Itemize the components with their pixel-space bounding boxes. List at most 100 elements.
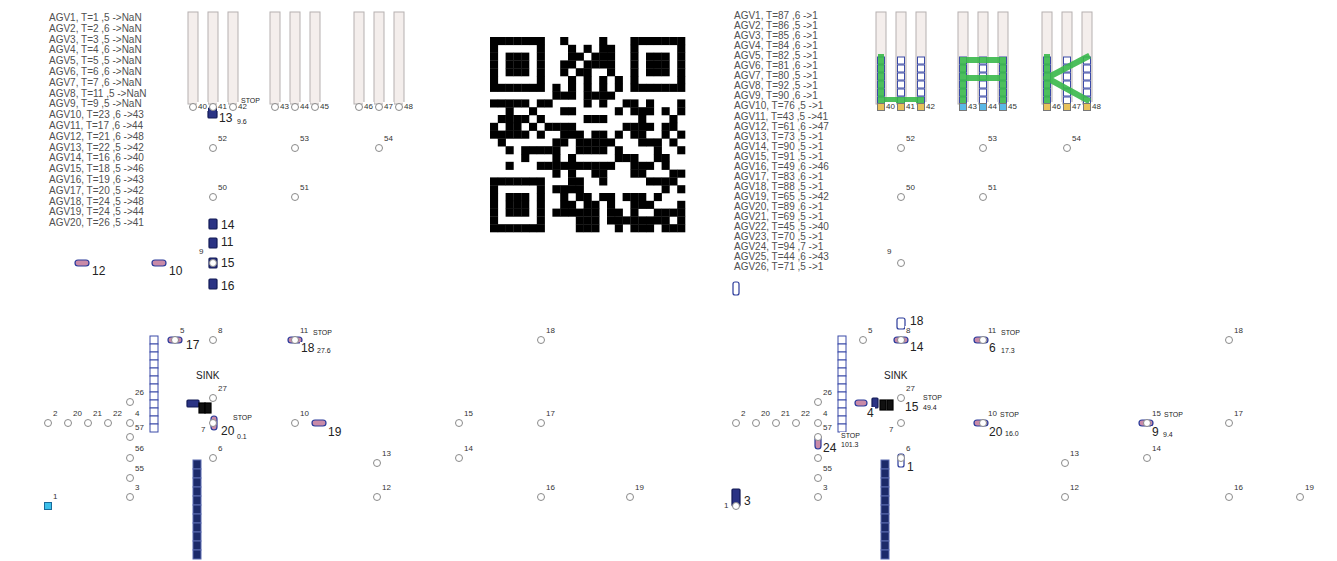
junction-node: 10 (979, 419, 987, 427)
junction-node: 44 (291, 103, 299, 111)
junction-number: 12 (1069, 483, 1080, 492)
buffer-column (394, 12, 404, 104)
junction-node: 21 (84, 419, 92, 427)
junction-number: 1 (52, 492, 58, 501)
qr-module (568, 162, 576, 170)
qr-module (560, 201, 568, 209)
junction-node: 9 (897, 259, 905, 267)
junction-node: 26 (814, 398, 822, 406)
letter-stroke (963, 60, 1003, 100)
qr-module (599, 76, 607, 84)
qr-module (513, 201, 521, 209)
junction-number: 54 (383, 134, 394, 143)
qr-module (521, 131, 529, 139)
qr-module (669, 224, 677, 232)
junction-number: 5 (179, 326, 185, 335)
callout-number: STOP (1000, 329, 1021, 336)
qr-module (599, 193, 607, 201)
queue-slot (150, 344, 158, 352)
qr-module (599, 53, 607, 61)
agv-marker (312, 420, 326, 426)
agv-status: AGV13, T=22 ,5 ->42 (48, 143, 145, 153)
junction-node: 20 (64, 419, 72, 427)
junction-node: 56 (814, 454, 822, 462)
callout-number: STOP (999, 411, 1020, 418)
qr-module (669, 84, 677, 92)
junction-number: 47 (383, 102, 394, 111)
junction-number: 41 (217, 102, 228, 111)
buffer-slot (898, 81, 905, 88)
qr-module (552, 185, 560, 193)
buffer-column (290, 12, 300, 104)
buffer-column (228, 12, 238, 104)
agv-status: AGV23, T=70 ,5 ->1 (733, 232, 824, 242)
qr-module (490, 177, 498, 185)
agv-marker (209, 279, 217, 289)
qr-module (591, 138, 599, 146)
qr-module (607, 68, 615, 76)
qr-module (591, 201, 599, 209)
qr-module (630, 216, 638, 224)
qr-module (615, 107, 623, 115)
qr-module (506, 123, 514, 131)
junction-node: 9 (209, 259, 217, 267)
junction-number: 57 (822, 423, 833, 432)
qr-module (568, 84, 576, 92)
qr-module (599, 177, 607, 185)
queue-slot (150, 368, 158, 376)
qr-module (615, 224, 623, 232)
qr-module (560, 68, 568, 76)
junction-number: 45 (319, 102, 330, 111)
qr-module (568, 92, 576, 100)
qr-module (591, 162, 599, 170)
callout-number: STOP (232, 414, 253, 421)
qr-module (615, 84, 623, 92)
qr-module (560, 138, 568, 146)
agv-status: AGV6, T=81 ,6 ->1 (733, 61, 819, 71)
qr-module (552, 162, 560, 170)
agv-status: AGV1, T=1 ,5 ->NaN (48, 13, 143, 23)
agv-status: AGV7, T=7 ,6 ->NaN (48, 78, 143, 88)
qr-module (584, 99, 592, 107)
qr-module (560, 60, 568, 68)
junction-number: 4 (822, 409, 828, 418)
qr-module (576, 53, 584, 61)
junction-node: 57 (814, 433, 822, 441)
qr-module (584, 45, 592, 53)
junction-number: 16 (1233, 483, 1244, 492)
qr-module (490, 37, 498, 45)
qr-module (490, 45, 498, 53)
qr-module (599, 131, 607, 139)
callout-number: 17.3 (1000, 347, 1016, 354)
qr-module (654, 53, 662, 61)
junction-number: 44 (987, 102, 998, 111)
junction-number: 55 (134, 464, 145, 473)
qr-module (599, 162, 607, 170)
qr-module (490, 53, 498, 61)
output-slot (881, 496, 889, 505)
qr-module (537, 185, 545, 193)
qr-module (591, 60, 599, 68)
junction-node: 2 (44, 419, 52, 427)
callout-number: 19 (327, 426, 342, 439)
qr-module (506, 37, 514, 45)
junction-node: 43 (271, 103, 279, 111)
qr-module (662, 224, 670, 232)
qr-module (630, 193, 638, 201)
junction-number: 13 (1069, 449, 1080, 458)
junction-node: 7 (209, 419, 217, 427)
callout-number: 6 (988, 342, 997, 355)
qr-module (591, 170, 599, 178)
junction-node: 54 (1063, 144, 1071, 152)
buffer-slot (1084, 65, 1091, 72)
output-slot (881, 514, 889, 523)
callout-number: 15 (220, 257, 235, 270)
qr-module (529, 107, 537, 115)
qr-module (584, 76, 592, 84)
qr-module (490, 209, 498, 217)
qr-module (490, 185, 498, 193)
output-slot (193, 532, 201, 541)
junction-node: 12 (373, 493, 381, 501)
callout-number: 27.6 (316, 347, 332, 354)
qr-module (576, 68, 584, 76)
